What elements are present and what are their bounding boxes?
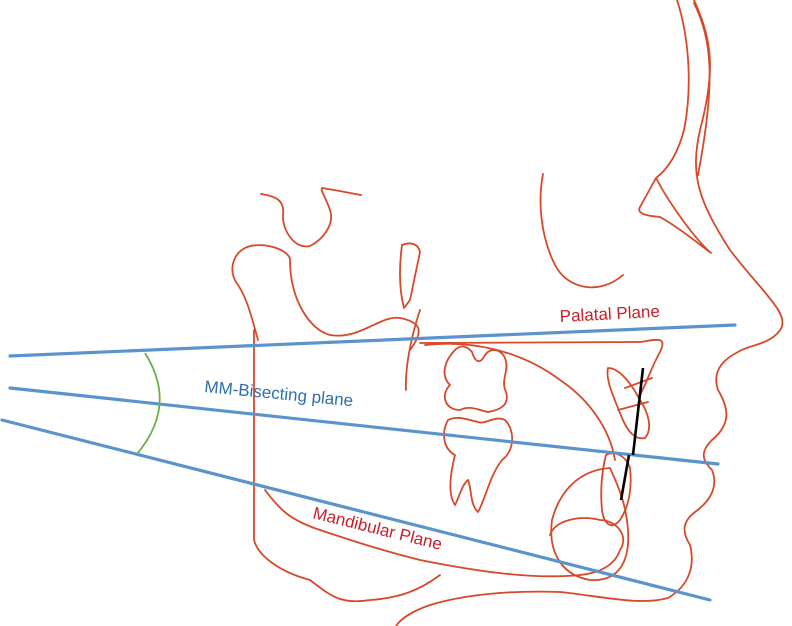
mandibular-plane-line	[0, 418, 712, 602]
palatal-plane-label: Palatal Plane	[559, 302, 660, 326]
soft-tissue-nose-outline	[693, 2, 711, 176]
lower-molar	[443, 417, 514, 513]
symphysis	[550, 467, 630, 581]
lower-incisor	[600, 452, 632, 527]
mandibular-border	[264, 489, 625, 578]
palate	[419, 338, 664, 461]
mandible	[231, 242, 441, 603]
incisor-axes	[619, 367, 645, 501]
nasal-bone	[638, 0, 712, 254]
soft-tissue-profile	[395, 0, 784, 626]
sella-turcica	[260, 187, 362, 248]
upper-incisor	[606, 367, 653, 440]
upper-molar	[443, 345, 508, 413]
upper-incisor-axis	[631, 367, 645, 456]
mm-bisecting-plane-line	[8, 386, 720, 466]
reference-planes	[0, 323, 737, 602]
angle-arc	[136, 352, 161, 455]
orbit	[539, 173, 624, 289]
lower-incisor-axis	[619, 454, 631, 501]
anatomical-tracing	[231, 0, 784, 626]
palatal-plane-line	[8, 323, 737, 358]
mm-bisecting-plane-label: MM-Bisecting plane	[204, 377, 354, 410]
